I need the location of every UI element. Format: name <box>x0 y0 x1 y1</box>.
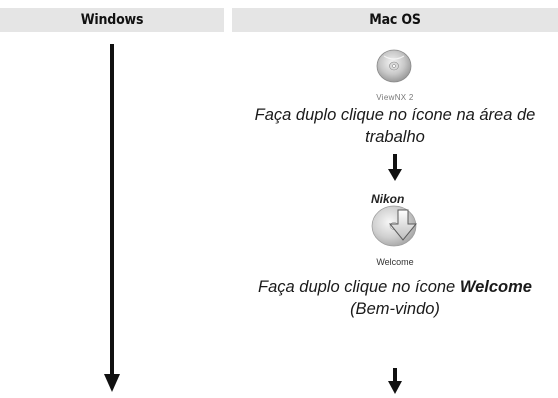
windows-column-title: Windows <box>80 12 144 28</box>
mac-column-title: Mac OS <box>369 12 421 28</box>
step2-caption: Faça duplo clique no ícone Welcome (Bem-… <box>232 276 558 320</box>
welcome-icon-label: Welcome <box>376 257 414 267</box>
windows-long-down-arrow-icon <box>104 44 120 392</box>
down-arrow-icon <box>388 154 402 181</box>
step2-caption-prefix: Faça duplo clique no ícone <box>258 278 460 296</box>
down-arrow-icon-2 <box>388 368 402 394</box>
step2-caption-bold: Welcome <box>459 278 532 296</box>
windows-column-header: Windows <box>0 8 224 32</box>
nikon-brand-text: Nikon <box>371 192 404 206</box>
nikon-welcome-installer-icon: Nikon <box>371 192 418 247</box>
cd-icon-label: ViewNX 2 <box>376 93 414 102</box>
mac-column-header: Mac OS <box>232 8 558 32</box>
step1-caption: Faça duplo clique no ícone na área de tr… <box>254 106 536 146</box>
cd-disc-icon <box>376 49 412 83</box>
step2-caption-suffix: (Bem-vindo) <box>350 300 440 318</box>
